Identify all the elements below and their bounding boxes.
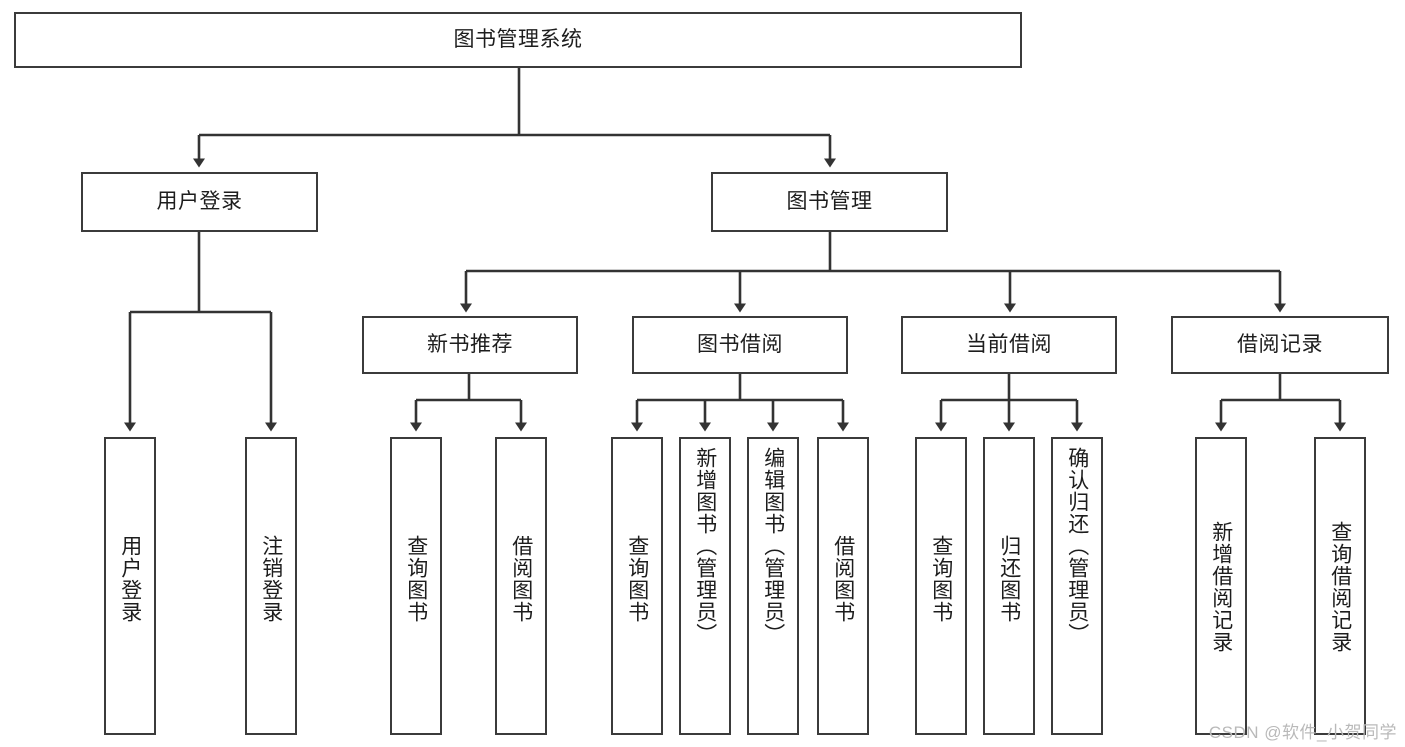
node-label: 用户登录: [156, 190, 243, 214]
node-label: 借阅图书: [509, 535, 533, 623]
node-label: 图书管理系统: [453, 28, 583, 52]
node-current-borrow[interactable]: 当前借阅: [901, 316, 1117, 374]
node-label: 图书管理: [786, 190, 873, 214]
leaf-query-book-borrow[interactable]: 查询图书: [611, 437, 663, 735]
node-label: 图书借阅: [697, 333, 783, 357]
node-label: 确认归还（管理员）: [1065, 447, 1089, 645]
csdn-watermark: CSDN @软件_小贺同学: [1208, 723, 1397, 742]
leaf-user-login[interactable]: 用户登录: [104, 437, 156, 735]
node-book-borrow[interactable]: 图书借阅: [632, 316, 848, 374]
node-label: 查询图书: [404, 535, 428, 623]
node-label: 查询借阅记录: [1328, 521, 1352, 653]
node-label: 归还图书: [997, 535, 1021, 623]
leaf-logout-login[interactable]: 注销登录: [245, 437, 297, 735]
leaf-add-book[interactable]: 新增图书（管理员）: [679, 437, 731, 735]
node-label: 新增图书（管理员）: [693, 447, 717, 645]
node-root-system[interactable]: 图书管理系统: [14, 12, 1022, 68]
leaf-query-book-current[interactable]: 查询图书: [915, 437, 967, 735]
node-label: 用户登录: [118, 535, 142, 623]
node-label: 注销登录: [259, 535, 283, 623]
leaf-return-book[interactable]: 归还图书: [983, 437, 1035, 735]
node-label: 借阅记录: [1237, 333, 1323, 357]
leaf-add-borrow-record[interactable]: 新增借阅记录: [1195, 437, 1247, 735]
node-label: 新增借阅记录: [1209, 521, 1233, 653]
node-label: 借阅图书: [831, 535, 855, 623]
leaf-query-borrow-record[interactable]: 查询借阅记录: [1314, 437, 1366, 735]
node-book-manage[interactable]: 图书管理: [711, 172, 948, 232]
leaf-query-book-recommend[interactable]: 查询图书: [390, 437, 442, 735]
node-new-book-recommend[interactable]: 新书推荐: [362, 316, 578, 374]
node-label: 查询图书: [929, 535, 953, 623]
leaf-edit-book[interactable]: 编辑图书（管理员）: [747, 437, 799, 735]
node-label: 编辑图书（管理员）: [761, 447, 785, 645]
leaf-confirm-return[interactable]: 确认归还（管理员）: [1051, 437, 1103, 735]
node-label: 新书推荐: [427, 333, 513, 357]
leaf-borrow-book[interactable]: 借阅图书: [817, 437, 869, 735]
node-borrow-record[interactable]: 借阅记录: [1171, 316, 1389, 374]
node-user-login[interactable]: 用户登录: [81, 172, 318, 232]
node-label: 当前借阅: [966, 333, 1052, 357]
leaf-borrow-book-recommend[interactable]: 借阅图书: [495, 437, 547, 735]
node-label: 查询图书: [625, 535, 649, 623]
